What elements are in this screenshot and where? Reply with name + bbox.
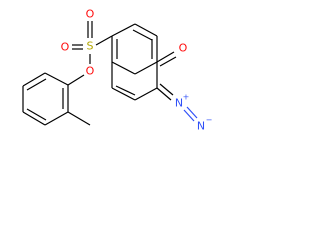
bond bbox=[156, 51, 175, 63]
bond bbox=[111, 61, 136, 75]
sulfonyl-oxygen-left-label: O bbox=[61, 41, 70, 54]
diazo-nitrogen-outer-label: N bbox=[197, 120, 205, 133]
sulfonyl-group: S O O O bbox=[61, 8, 113, 78]
bond bbox=[159, 56, 177, 67]
bond bbox=[159, 83, 174, 96]
methyl-bond bbox=[67, 111, 91, 126]
diazo-group: N + N − bbox=[156, 83, 213, 133]
positive-charge: + bbox=[183, 93, 190, 102]
bond bbox=[111, 87, 136, 101]
bond bbox=[134, 87, 158, 101]
bond bbox=[156, 87, 172, 101]
ketone-group: O bbox=[156, 42, 188, 67]
bond bbox=[132, 29, 153, 41]
bond bbox=[95, 35, 113, 46]
bond bbox=[134, 61, 158, 75]
bond bbox=[26, 78, 47, 91]
naphthalene-ring-upper bbox=[111, 23, 158, 75]
bond bbox=[44, 111, 69, 126]
negative-charge: − bbox=[206, 116, 213, 125]
bond bbox=[67, 74, 85, 86]
bond bbox=[111, 23, 136, 37]
bond bbox=[183, 109, 195, 122]
tolyl-ring bbox=[22, 72, 91, 126]
sulfur-label: S bbox=[87, 40, 94, 53]
bond bbox=[22, 111, 46, 126]
molecule-structure: O N + N − S O O O bbox=[22, 8, 213, 133]
sulfonyl-oxygen-top-label: O bbox=[86, 8, 95, 21]
bond bbox=[134, 23, 158, 37]
ketone-oxygen-label: O bbox=[179, 42, 188, 55]
ester-oxygen-label: O bbox=[86, 65, 95, 78]
naphthalene-ring-lower bbox=[111, 62, 158, 101]
bond bbox=[22, 72, 46, 87]
bond bbox=[26, 108, 47, 121]
bond bbox=[115, 85, 136, 96]
diazo-nitrogen-inner-label: N bbox=[175, 97, 183, 110]
bond bbox=[44, 72, 69, 86]
bond bbox=[186, 106, 198, 119]
